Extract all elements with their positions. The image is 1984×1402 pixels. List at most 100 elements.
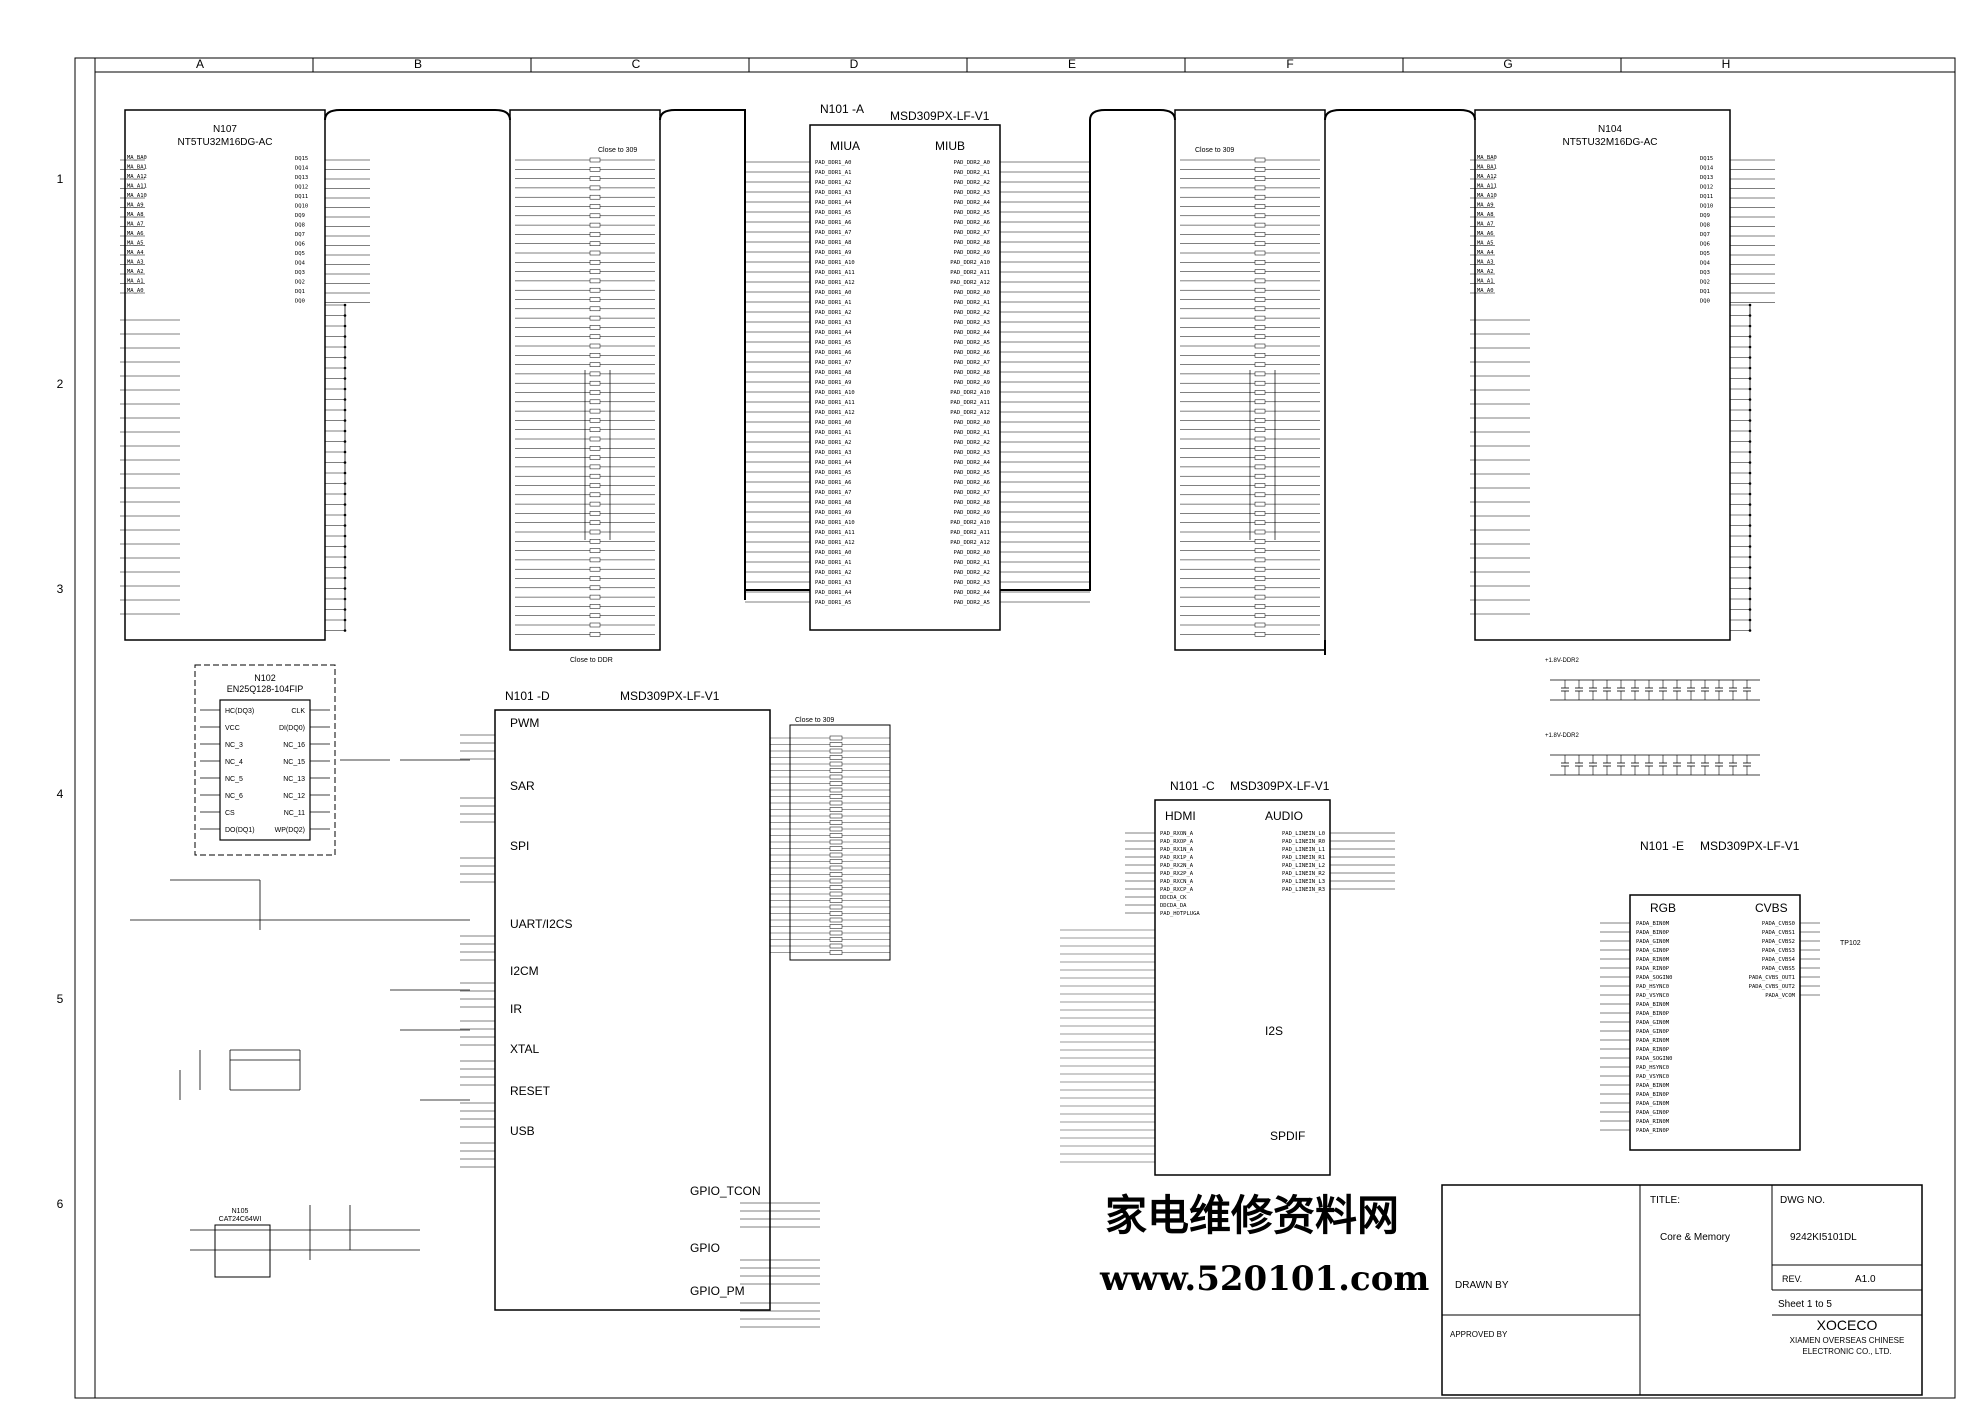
title-label: TITLE: [1650,1195,1680,1206]
n101d-section-label: SAR [510,779,535,793]
audio-pin: PAD_LINEIN_R0 [1282,839,1325,845]
n102-left-pin: DO(DQ1) [225,827,255,834]
company-sub1: XIAMEN OVERSEAS CHINESE [1790,1336,1905,1345]
n101c-section-label: AUDIO [1265,809,1303,823]
miub-label: MIUB [935,139,965,153]
hdmi-pin: PAD_RX1P_A [1160,855,1194,861]
column-label: G [1503,57,1512,71]
rgb-pin: PADA_RIN0P [1636,966,1670,972]
miub-pin: PAD_DDR2_A6 [954,480,990,486]
ddr-addr-pin: MA_A7 [1477,222,1494,228]
ddr-dq-pin: DQ2 [1700,280,1710,286]
bus-right-lines [1180,157,1320,637]
hdmi-pin: PAD_HOTPLUGA [1160,911,1200,917]
n102-left-pin: HC(DQ3) [225,708,254,715]
dwg-label: DWG NO. [1780,1195,1825,1206]
miua-pin: PAD_DDR1_A4 [815,460,852,466]
ddr-dq-pin: DQ12 [1700,185,1713,191]
n101d-section-label: GPIO_PM [690,1284,745,1298]
n102-right-pin: NC_12 [283,793,305,800]
miub-pin: PAD_DDR2_A1 [954,430,990,436]
ddr-addr-pin: MA_A4 [127,250,144,256]
miub-pin: PAD_DDR2_A9 [954,250,990,256]
n102-right-pin: WP(DQ2) [275,827,305,834]
ddr-dq-pin: DQ11 [1700,194,1713,200]
miua-pin: PAD_DDR1_A0 [815,290,851,296]
ddr-dq-pin: DQ9 [295,213,305,219]
miua-pin: PAD_DDR1_A10 [815,260,855,266]
close-to-ddr-left: Close to DDR [570,657,613,664]
ddr-addr-pin: MA_A8 [127,212,144,218]
miub-pin: PAD_DDR2_A8 [954,370,990,376]
close-to-309-right: Close to 309 [1195,147,1234,154]
audio-pin: PAD_LINEIN_L0 [1282,831,1325,837]
n102-left-pin: VCC [225,725,240,732]
miua-pin: PAD_DDR1_A1 [815,300,851,306]
column-label: D [850,57,859,71]
n102-ref: N102 [254,673,276,683]
audio-pin: PAD_LINEIN_L1 [1282,847,1325,853]
ddr-addr-pin: MA_A11 [1477,184,1497,190]
ddr-addr-pin: MA_A5 [1477,241,1494,247]
n102-left-pin: NC_4 [225,759,243,766]
n101d-section-label: USB [510,1124,535,1138]
miua-pin: PAD_DDR1_A6 [815,480,851,486]
n101d-section-label: RESET [510,1084,551,1098]
n101e-ref: N101 -E [1640,839,1684,853]
close-to-309-left: Close to 309 [598,147,637,154]
ddr-addr-pin: MA_A2 [1477,269,1494,275]
hdmi-pin: PAD_RXOP_A [1160,839,1194,845]
ddr-addr-pin: MA_A10 [1477,193,1497,199]
rgb-pin: PADA_BIN0M [1636,1083,1670,1089]
ddr-addr-pin: MA_A11 [127,184,147,190]
row-label: 6 [57,1197,64,1211]
miub-pin: PAD_DDR2_A0 [954,550,990,556]
n101c-ref: N101 -C [1170,779,1215,793]
miub-pin: PAD_DDR2_A0 [954,160,990,166]
miub-pin: PAD_DDR2_A7 [954,360,990,366]
rgb-pin: PADA_GIN0P [1636,1110,1670,1116]
ddr-addr-pin: MA_BA1 [127,165,147,171]
miub-pin: PAD_DDR2_A10 [950,390,990,396]
n102-right-pin: NC_15 [283,759,305,766]
n101c-section-label: HDMI [1165,809,1196,823]
row-label: 1 [57,172,64,186]
miua-pin: PAD_DDR1_A12 [815,540,855,546]
flash-chip-n102: N102 EN25Q128-104FIP HC(DQ3)VCCNC_3NC_4N… [194,664,336,856]
miua-pin: PAD_DDR1_A4 [815,200,852,206]
n101c-section-label: SPDIF [1270,1129,1305,1143]
miub-pin: PAD_DDR2_A3 [954,320,990,326]
ddr-addr-pin: MA_A2 [127,269,144,275]
cvbs-pin: PADA_CVBS0 [1762,921,1795,927]
miub-pin: PAD_DDR2_A4 [954,590,991,596]
hdmi-pin: PAD_RXON_A [1160,831,1194,837]
miua-pin: PAD_DDR1_A10 [815,390,855,396]
miub-pin: PAD_DDR2_A2 [954,440,990,446]
miua-label: MIUA [830,139,860,153]
title-value: Core & Memory [1660,1232,1730,1243]
miub-pin: PAD_DDR2_A4 [954,330,991,336]
miub-pin: PAD_DDR2_A3 [954,450,990,456]
hdmi-pin: PAD_RX2P_A [1160,871,1194,877]
miub-pin: PAD_DDR2_A5 [954,470,990,476]
rail-label-1: +1.8V-DDR2 [1545,658,1580,664]
n105-part: CAT24C64WI [219,1216,262,1223]
miua-pin: PAD_DDR1_A8 [815,240,851,246]
n104-pins: MA_BA0MA_BA1MA_A12MA_A11MA_A10MA_A9MA_A8… [1470,155,1775,632]
ddr-dq-pin: DQ15 [295,156,308,162]
ddr-dq-pin: DQ0 [1700,299,1710,305]
n102-right-pin: CLK [291,708,305,715]
n101d-section-label: GPIO_TCON [690,1184,761,1198]
miua-pin: PAD_DDR1_A12 [815,410,855,416]
rgb-pin: PADA_BIN0P [1636,1011,1670,1017]
ddr-addr-pin: MA_A6 [127,231,144,237]
n107-part: NT5TU32M16DG-AC [177,137,272,148]
miub-pin: PAD_DDR2_A5 [954,340,990,346]
ddr-addr-pin: MA_A7 [127,222,144,228]
n101a-ref: N101 -A [820,102,864,116]
column-label: H [1722,57,1731,71]
miub-pin: PAD_DDR2_A0 [954,420,990,426]
n107-ref: N107 [213,124,237,135]
audio-pin: PAD_LINEIN_R1 [1282,855,1325,861]
